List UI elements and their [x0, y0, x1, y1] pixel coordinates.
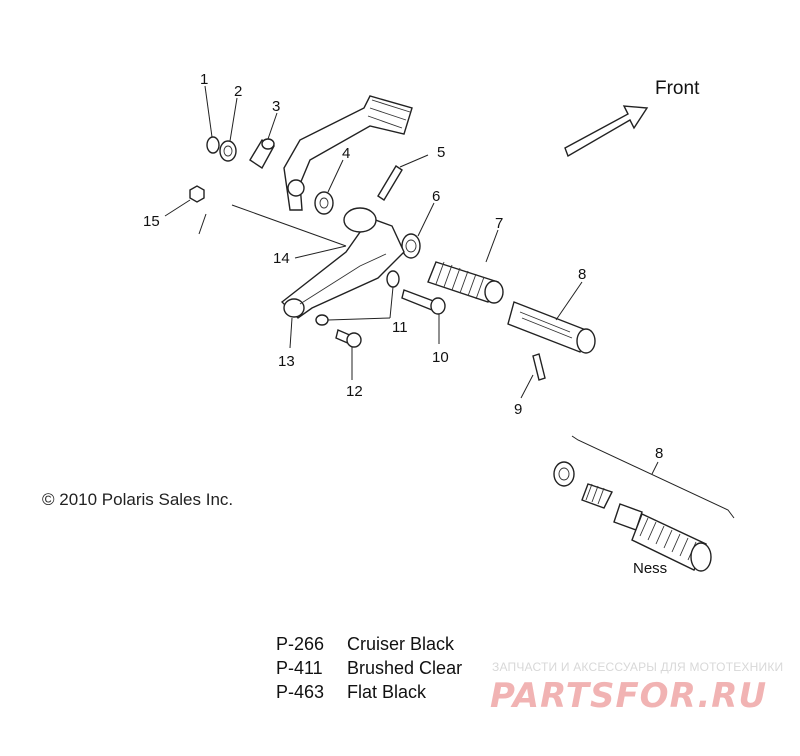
- inset-label: Ness: [633, 560, 667, 577]
- part-4-washer: [314, 191, 334, 215]
- callout-1: 1: [200, 71, 208, 88]
- front-arrow-icon: [564, 105, 649, 158]
- part-8-footpeg: [507, 301, 596, 354]
- inset-bracket: [571, 435, 735, 519]
- legend-code: P-463: [276, 682, 325, 702]
- callout-12: 12: [346, 383, 363, 400]
- part-12-bolt: [335, 329, 362, 348]
- inset-spring: [581, 483, 613, 509]
- callout-14: 14: [273, 250, 290, 267]
- part-10-bolt: [401, 289, 446, 315]
- callout-3: 3: [272, 98, 280, 115]
- watermark-logo: PARTSFOR.RU: [490, 676, 768, 716]
- part-5-pin: [377, 165, 403, 201]
- legend-name: Brushed Clear: [347, 658, 463, 678]
- part-2-washer: [219, 140, 237, 162]
- leader-lines: [164, 85, 583, 399]
- callouts: 1 2 3 4 5 6 7 8 9 10 11 12 13 14 15: [143, 71, 586, 418]
- shift-lever: [283, 95, 413, 211]
- front-label: Front: [655, 78, 700, 99]
- callout-5: 5: [437, 144, 445, 161]
- part-15-nut: [189, 185, 205, 203]
- part-6-washer: [401, 233, 421, 259]
- part-3-bushing: [249, 138, 275, 170]
- part-11-washer-lower: [315, 314, 329, 326]
- callout-2: 2: [234, 83, 242, 100]
- finish-legend: P-266 Cruiser Black P-411 Brushed Clear …: [276, 632, 462, 704]
- legend-code: P-266: [276, 634, 325, 654]
- callout-11: 11: [392, 319, 408, 336]
- callout-9: 9: [514, 401, 522, 418]
- callout-10: 10: [432, 349, 449, 366]
- watermark-tagline: ЗАПЧАСТИ И АКСЕССУАРЫ ДЛЯ МОТОТЕХНИКИ: [492, 660, 784, 674]
- part-11-washer-upper: [386, 270, 400, 288]
- inset-grip-peg: [613, 503, 712, 572]
- callout-13: 13: [278, 353, 295, 370]
- inset-callout-8: 8: [655, 445, 663, 462]
- legend-name: Flat Black: [347, 682, 427, 702]
- inset-ring: [553, 461, 575, 487]
- callout-7: 7: [495, 215, 503, 232]
- inset-ness-assembly: 8: [553, 435, 735, 572]
- callout-6: 6: [432, 188, 440, 205]
- legend-code: P-411: [276, 658, 323, 678]
- callout-15: 15: [143, 213, 160, 230]
- copyright-text: © 2010 Polaris Sales Inc.: [42, 490, 234, 509]
- part-7-spring: [427, 261, 504, 304]
- callout-4: 4: [342, 145, 350, 162]
- callout-8: 8: [578, 266, 586, 283]
- part-1-retaining-ring: [206, 136, 220, 154]
- legend-row: P-411 Brushed Clear: [276, 656, 462, 680]
- legend-name: Cruiser Black: [347, 634, 455, 654]
- part-9-pin: [532, 353, 546, 381]
- legend-row: P-463 Flat Black: [276, 680, 462, 704]
- legend-row: P-266 Cruiser Black: [276, 632, 462, 656]
- part-13-14-bracket: [280, 207, 405, 319]
